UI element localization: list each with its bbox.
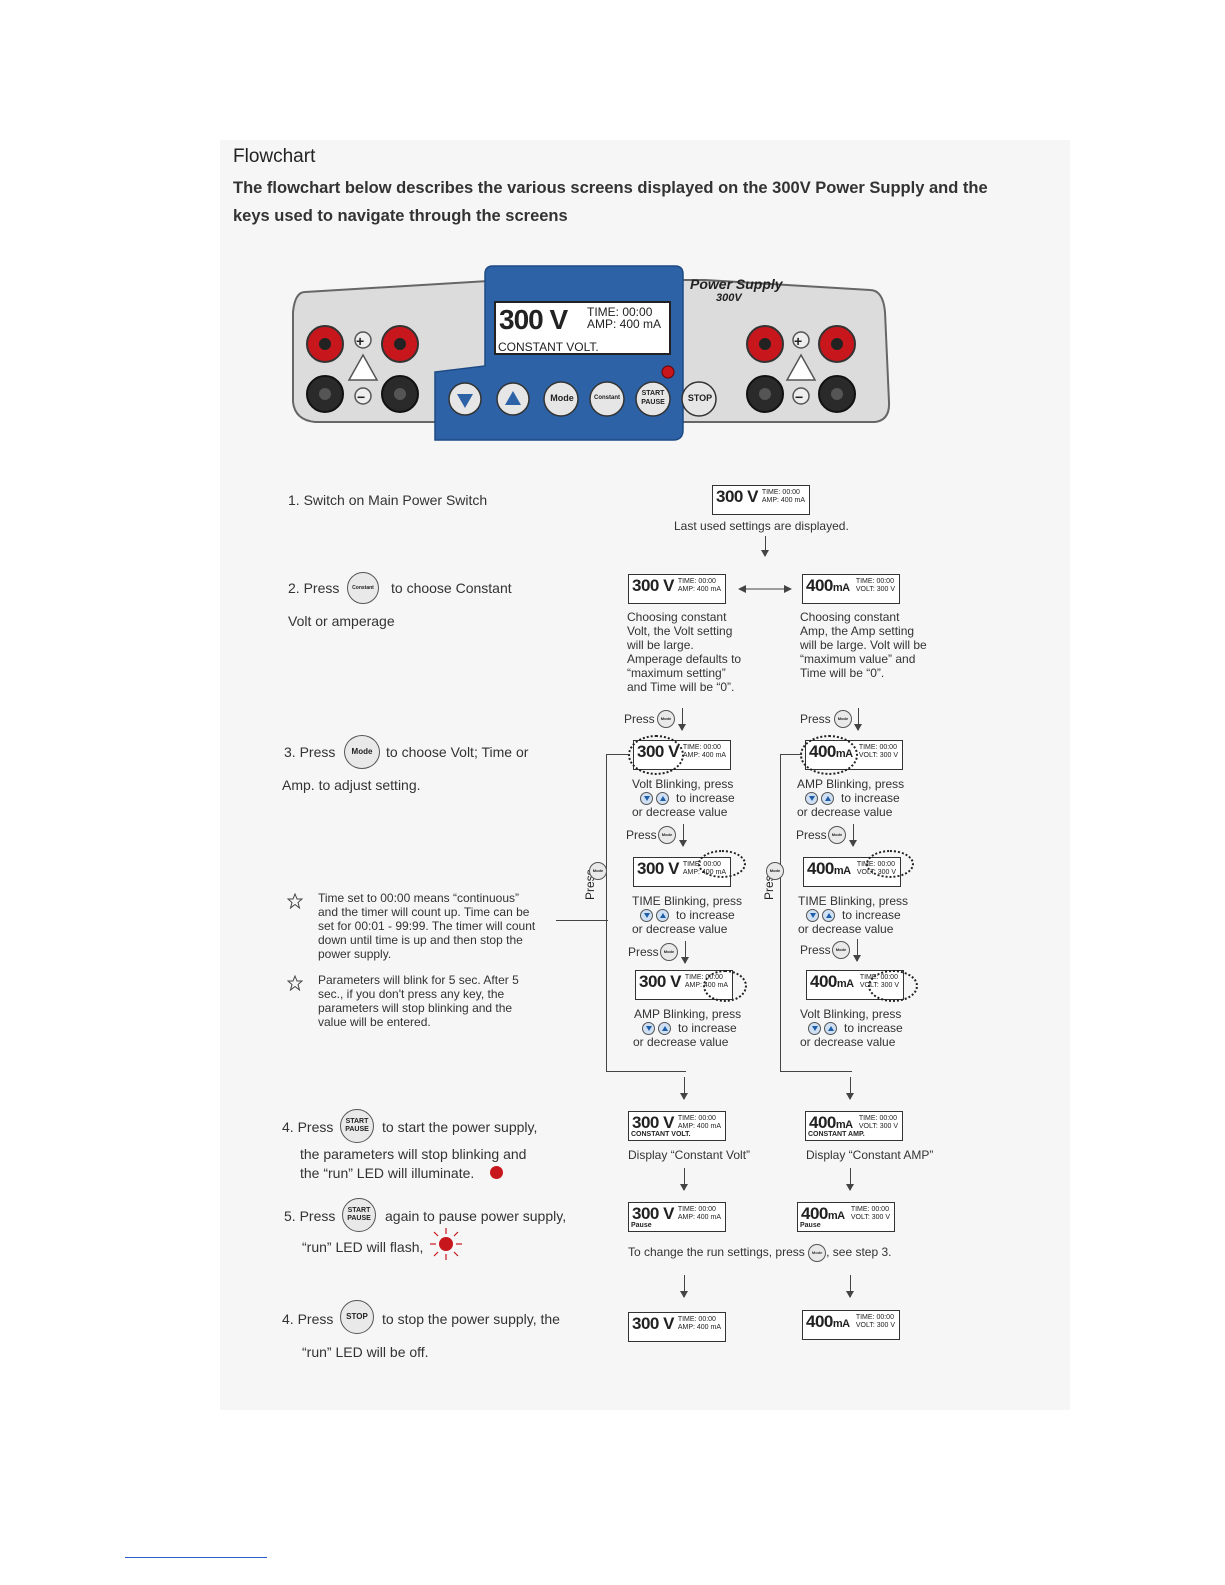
footnote-rule xyxy=(125,1557,267,1558)
mode-key-icon: Mode xyxy=(808,1244,827,1262)
mode-key-icon: Mode xyxy=(589,862,607,880)
mode-key-icon: Mode xyxy=(766,862,784,880)
caption-last-used: Last used settings are displayed. xyxy=(674,519,849,533)
step-2-line2: Volt or amperage xyxy=(288,613,395,629)
run-led xyxy=(661,365,675,379)
mode-key-icon: Mode xyxy=(828,826,846,844)
loop-line xyxy=(780,754,781,1072)
blink-highlight xyxy=(628,735,684,775)
star-icon xyxy=(287,975,303,991)
step-2-text: to choose Constant xyxy=(391,580,512,596)
mode-key-icon: Mode xyxy=(657,710,675,728)
step-6-text: to stop the power supply, the xyxy=(382,1311,560,1327)
step-4-prefix: 4. Press xyxy=(282,1119,334,1135)
page-heading: Flowchart xyxy=(233,146,316,167)
double-arrow xyxy=(738,585,792,593)
step-3-prefix: 3. Press xyxy=(284,744,336,760)
note-time: Time set to 00:00 means “continuous” and… xyxy=(318,891,536,961)
power-supply-device xyxy=(292,265,891,441)
constant-key-icon: Constant xyxy=(347,572,379,604)
mode-key-icon: Mode xyxy=(344,735,380,769)
step-4-text: to start the power supply, xyxy=(382,1119,538,1135)
note-blink: Parameters will blink for 5 sec. After 5… xyxy=(318,973,519,1029)
mode-key-icon: Mode xyxy=(832,941,850,959)
terminal-plus-label: + xyxy=(356,333,365,349)
device-lcd-mode: CONSTANT VOLT. xyxy=(498,340,599,354)
star-icon xyxy=(287,893,303,909)
mode-key[interactable]: Mode xyxy=(550,393,574,403)
down-key-icon xyxy=(640,792,653,806)
constant-key[interactable]: Constant xyxy=(594,395,620,401)
stop-key-icon: STOP xyxy=(340,1300,374,1334)
step-5-prefix: 5. Press xyxy=(284,1208,336,1224)
step-1: 1. Switch on Main Power Switch xyxy=(288,492,488,508)
warning-icon xyxy=(347,353,379,381)
device-lcd-time: TIME: 00:00 xyxy=(587,305,653,319)
step-3-line2: Amp. to adjust setting. xyxy=(282,777,421,793)
device-lcd-amp: AMP: 400 mA xyxy=(587,317,662,331)
intro-text: The flowchart below describes the variou… xyxy=(233,179,988,225)
mode-key-icon: Mode xyxy=(660,943,678,961)
caption-cv-choose: Choosing constant Volt, the Volt setting… xyxy=(627,610,742,694)
step-5-text: again to pause power supply, xyxy=(385,1208,567,1224)
led-on-icon xyxy=(490,1166,503,1179)
up-key-icon xyxy=(656,792,670,806)
mode-key-icon: Mode xyxy=(658,826,676,844)
device-lcd xyxy=(494,301,671,355)
arrow-down xyxy=(761,536,769,557)
terminal-minus-label: − xyxy=(357,389,366,405)
step-2-prefix: 2. Press xyxy=(288,580,340,596)
caption-change-settings: To change the run settings, press Mode, … xyxy=(628,1244,892,1262)
led-flash-icon xyxy=(430,1228,462,1260)
mode-key-icon: Mode xyxy=(834,710,852,728)
step-6-prefix: 4. Press xyxy=(282,1311,334,1327)
loop-line xyxy=(606,754,607,1072)
device-lcd-voltage: 300 V xyxy=(499,304,568,335)
device-brand: Power Supply xyxy=(690,276,783,292)
step-3-text: to choose Volt; Time or xyxy=(386,744,529,760)
device-model: 300V xyxy=(716,292,742,304)
caption-ca-choose: Choosing constant Amp, the Amp setting w… xyxy=(800,610,927,680)
stop-key[interactable]: STOP xyxy=(687,393,713,403)
